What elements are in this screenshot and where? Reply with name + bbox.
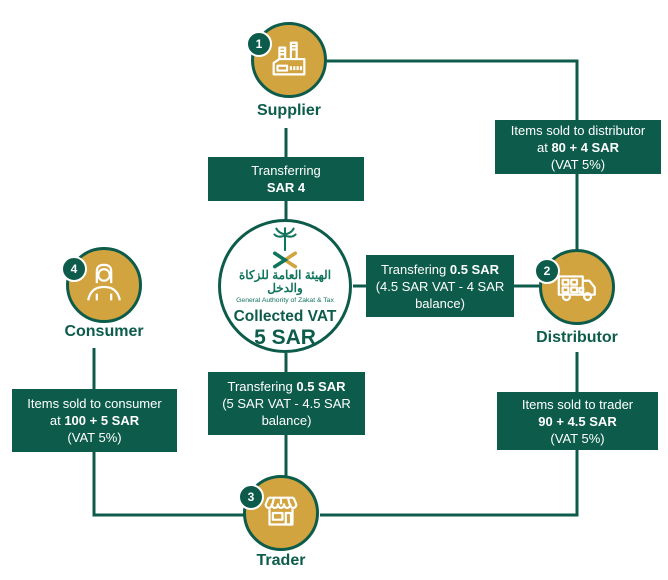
gazt-palm-logo-icon <box>272 227 298 269</box>
authority-name-arabic: الهيئة العامة للزكاة والدخل <box>238 268 332 295</box>
consumer-number-badge: 4 <box>61 256 87 282</box>
transfer-supplier-line1: Transferring <box>251 163 321 178</box>
distributor-number-badge: 2 <box>534 258 560 284</box>
box-transfer-distributor: Transfering 0.5 SAR (4.5 SAR VAT - 4 SAR… <box>366 255 514 317</box>
consumer-label: Consumer <box>64 323 144 340</box>
transfer-trader-line1: Transfering 0.5 SAR <box>227 379 346 394</box>
sold-distributor-line1: Items sold to distributor <box>510 122 646 138</box>
sold-trader-line1: Items sold to trader <box>521 396 634 412</box>
person-icon <box>87 263 121 301</box>
factory-icon <box>272 41 306 76</box>
supplier-node: 1 <box>246 22 327 98</box>
trader-node: 3 <box>238 475 319 551</box>
tax-authority-circle: الهيئة العامة للزكاة والدخل General Auth… <box>218 219 352 353</box>
transfer-trader-line2: (5 SAR VAT - 4.5 SAR balance) <box>222 396 351 428</box>
sold-consumer-line1: Items sold to consumer <box>27 396 162 411</box>
authority-name-english: General Authority of Zakat & Tax <box>236 297 334 304</box>
box-sold-to-consumer: Items sold to consumer at 100 + 5 SAR (V… <box>12 389 177 452</box>
trader-number-badge: 3 <box>238 484 264 510</box>
sold-consumer-line2: at 100 + 5 SAR <box>49 413 140 428</box>
transfer-distributor-line1: Transfering 0.5 SAR <box>380 261 500 277</box>
distributor-node: 2 <box>534 249 615 325</box>
sold-trader-line3: (VAT 5%) <box>550 430 605 446</box>
supplier-number-badge: 1 <box>246 31 272 57</box>
shop-icon <box>264 496 298 526</box>
box-transfer-supplier: Transferring SAR 4 <box>208 157 364 201</box>
box-transfer-trader: Transfering 0.5 SAR (5 SAR VAT - 4.5 SAR… <box>208 372 365 435</box>
collected-vat-amount: 5 SAR <box>254 326 316 349</box>
sold-trader-line2: 90 + 4.5 SAR <box>538 413 617 429</box>
sold-distributor-line2: at 80 + 4 SAR <box>536 139 620 155</box>
supplier-label: Supplier <box>256 102 321 119</box>
transfer-supplier-line2: SAR 4 <box>266 180 306 195</box>
truck-icon <box>557 275 596 302</box>
line-supplier-to-distributor <box>327 59 579 250</box>
box-sold-to-distributor: Items sold to distributor at 80 + 4 SAR … <box>495 120 661 174</box>
trader-label: Trader <box>256 552 306 569</box>
consumer-node: 4 <box>61 247 142 323</box>
sold-consumer-line3: (VAT 5%) <box>67 430 122 445</box>
collected-vat-label: Collected VAT <box>233 308 337 325</box>
distributor-label: Distributor <box>536 329 618 346</box>
box-sold-to-trader: Items sold to trader 90 + 4.5 SAR (VAT 5… <box>497 392 658 450</box>
transfer-distributor-line2: (4.5 SAR VAT - 4 SAR balance) <box>375 278 505 311</box>
sold-distributor-line3: (VAT 5%) <box>550 156 606 172</box>
